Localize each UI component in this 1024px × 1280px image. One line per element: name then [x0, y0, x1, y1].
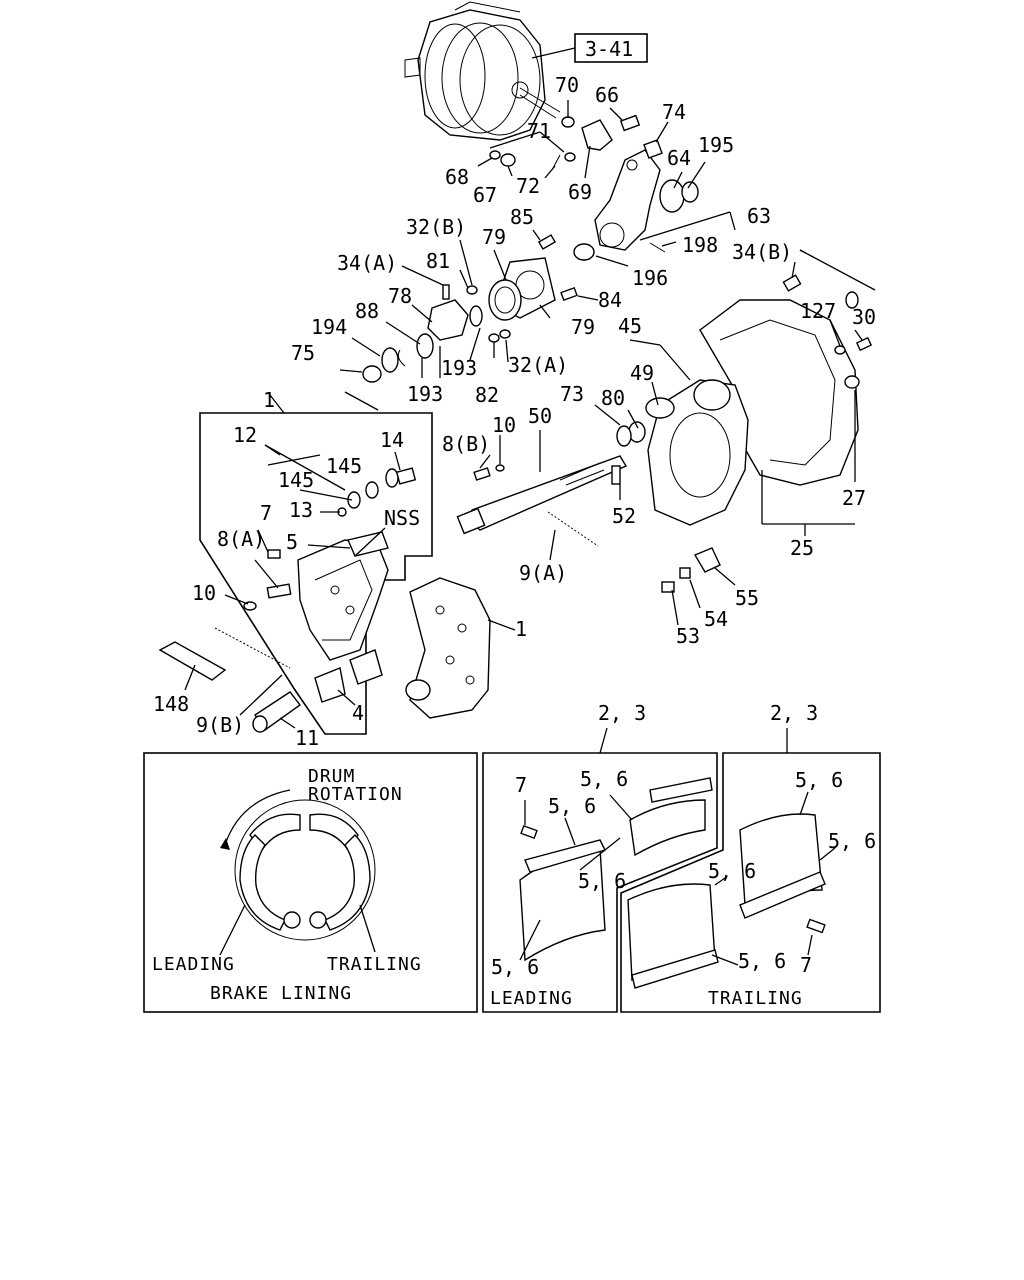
brake-lining-panel	[143, 752, 478, 1013]
part-label: 27	[842, 486, 866, 510]
brake-lining-title: BRAKE LINING	[210, 983, 352, 1004]
ref-box-label: 3-41	[585, 37, 633, 61]
brake-shoe-lower	[405, 577, 491, 719]
part-label: 30	[852, 305, 876, 329]
part-label: 4	[352, 701, 364, 725]
leading-title: LEADING	[490, 988, 573, 1009]
part-label: 54	[704, 607, 728, 631]
part-label: 5, 6	[491, 955, 539, 979]
part-label: 72	[516, 174, 540, 198]
part-label: 7	[515, 773, 527, 797]
drum-label: DRUM	[308, 766, 355, 787]
part-label: 5, 6	[795, 768, 843, 792]
camshaft-bracket	[362, 234, 578, 383]
part-labels: 70 66 74 71 195 64 68 67 72 69 63 198 19…	[153, 73, 876, 750]
part-label: 5, 6	[548, 794, 596, 818]
brake-chamber	[404, 1, 561, 141]
part-label: 193	[407, 382, 443, 406]
trailing-lining-illustration	[627, 791, 836, 989]
part-label: 71	[527, 119, 551, 143]
part-label: 25	[790, 536, 814, 560]
part-label: 81	[426, 249, 450, 273]
part-label: 55	[735, 586, 759, 610]
part-label: 196	[632, 266, 668, 290]
part-label: 9(A)	[519, 561, 567, 585]
part-label: 148	[153, 692, 189, 716]
part-label: 5	[286, 530, 298, 554]
springs-and-pins	[158, 627, 301, 733]
part-label: 5, 6	[738, 949, 786, 973]
part-label: 84	[598, 288, 622, 312]
part-label: 50	[528, 404, 552, 428]
part-label: 52	[612, 504, 636, 528]
part-label: 32(A)	[508, 353, 568, 377]
trailing-panel	[620, 752, 881, 1013]
brake-lining-illustration	[219, 789, 376, 956]
part-label: 195	[698, 133, 734, 157]
part-label: 85	[510, 205, 534, 229]
part-label: 78	[388, 284, 412, 308]
slack-adjuster	[489, 114, 699, 261]
part-label: 63	[747, 204, 771, 228]
rotation-label: ROTATION	[308, 784, 403, 805]
part-label: 34(B)	[732, 240, 792, 264]
leading-lining-illustration	[519, 777, 713, 962]
part-label: 11	[295, 726, 319, 750]
part-label: 79	[571, 315, 595, 339]
part-label: 34(A)	[337, 251, 397, 275]
trailing-label: TRAILING	[327, 954, 422, 975]
part-label: 12	[233, 423, 257, 447]
part-label: 49	[630, 361, 654, 385]
part-label: 5, 6	[828, 829, 876, 853]
leading-label: LEADING	[152, 954, 235, 975]
part-label: 1	[515, 617, 527, 641]
part-label: 80	[601, 386, 625, 410]
part-label: 67	[473, 183, 497, 207]
part-label: 73	[560, 382, 584, 406]
part-label: 88	[355, 299, 379, 323]
part-label: 7	[260, 501, 272, 525]
part-label: 68	[445, 165, 469, 189]
part-label: 2, 3	[598, 701, 646, 725]
part-label: 7	[800, 953, 812, 977]
part-label: 64	[667, 146, 691, 170]
backing-plate	[616, 274, 873, 593]
part-label: 5, 6	[708, 859, 756, 883]
part-label: 198	[682, 233, 718, 257]
part-label: 82	[475, 383, 499, 407]
part-label: 9(B)	[196, 713, 244, 737]
part-label: 10	[192, 581, 216, 605]
part-label: 145	[326, 454, 362, 478]
part-label: 32(B)	[406, 215, 466, 239]
part-label: 5, 6	[580, 767, 628, 791]
part-label: 74	[662, 100, 686, 124]
part-label: 13	[289, 498, 313, 522]
part-label: 69	[568, 180, 592, 204]
part-label: 145	[278, 468, 314, 492]
part-label: 66	[595, 83, 619, 107]
part-label: NSS	[384, 506, 420, 530]
part-label: 53	[676, 624, 700, 648]
part-label: 5, 6	[578, 869, 626, 893]
camshaft	[456, 455, 628, 547]
part-label: 193	[441, 356, 477, 380]
part-label: 1	[263, 388, 275, 412]
part-label: 79	[482, 225, 506, 249]
part-label: 2, 3	[770, 701, 818, 725]
leading-panel	[482, 752, 718, 1013]
part-label: 14	[380, 428, 404, 452]
part-label: 45	[618, 314, 642, 338]
part-label: 8(A)	[217, 527, 265, 551]
part-label: 75	[291, 341, 315, 365]
part-label: 194	[311, 315, 347, 339]
part-label: 70	[555, 73, 579, 97]
part-label: 10	[492, 413, 516, 437]
leader-lines	[184, 100, 876, 754]
trailing-title: TRAILING	[708, 988, 803, 1009]
part-label: 8(B)	[442, 432, 490, 456]
part-label: 127	[800, 299, 836, 323]
